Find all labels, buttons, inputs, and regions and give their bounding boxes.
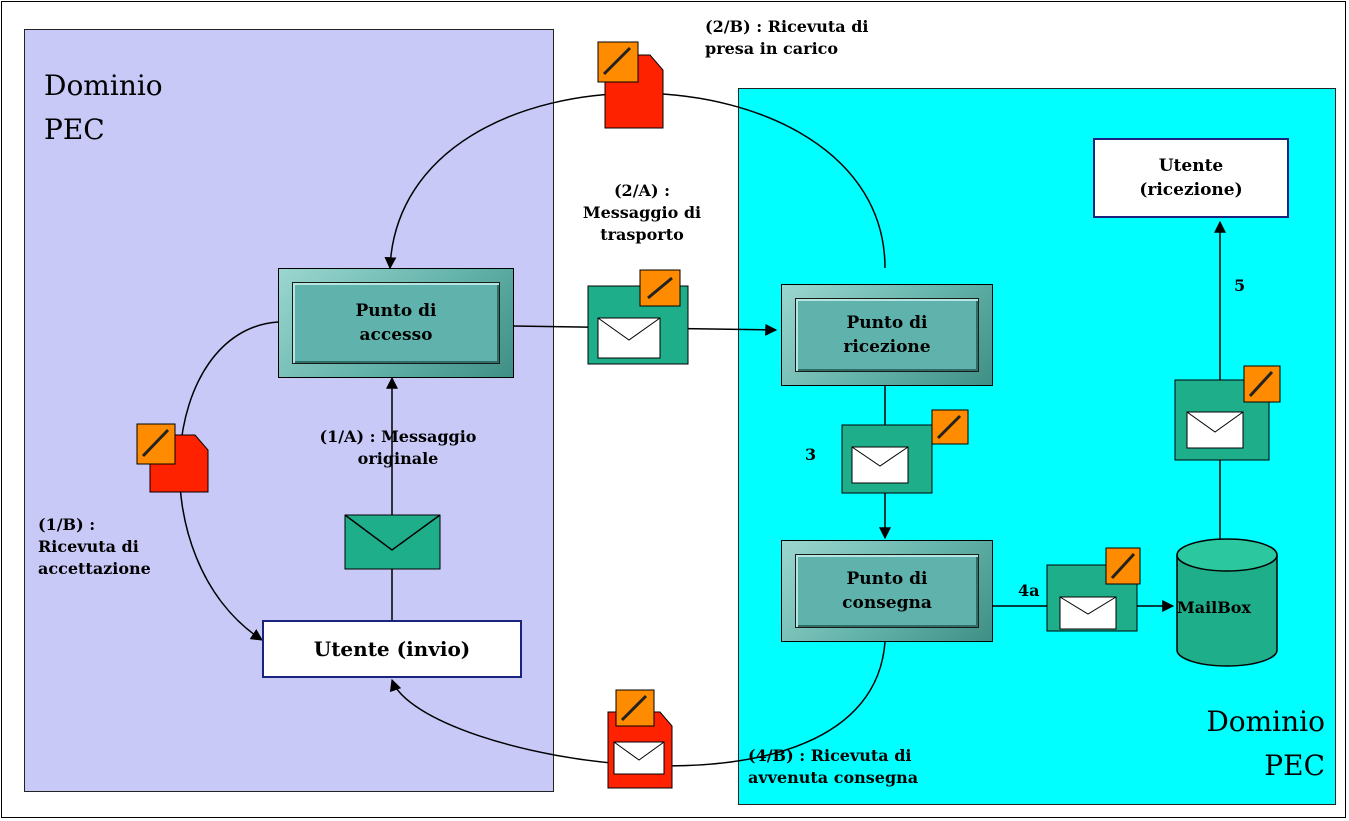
- label-messaggio-trasporto: (2/A) : Messaggio di trasporto: [582, 181, 702, 244]
- node-punto-di-ricezione-label: Punto di ricezione: [843, 313, 931, 357]
- domain-left-title: Dominio PEC: [44, 69, 163, 146]
- label-ricevuta-consegna: (4/B) : Ricevuta di avvenuta consegna: [748, 746, 919, 787]
- node-punto-di-consegna-label: Punto di consegna: [842, 569, 932, 613]
- mailbox-label: MailBox: [1177, 598, 1251, 617]
- label-ricevuta-accettazione: (1/B) : Ricevuta di accettazione: [38, 515, 151, 578]
- node-punto-di-ricezione: Punto di ricezione: [781, 284, 993, 386]
- arrow-2a: [512, 323, 778, 336]
- node-utente-invio-label: Utente (invio): [313, 637, 471, 661]
- node-utente-ricezione: Utente (ricezione): [1093, 138, 1289, 218]
- label-messaggio-originale: (1/A) : Messaggio originale: [319, 427, 477, 468]
- arrow-1b: [178, 321, 279, 641]
- node-punto-di-accesso-label: Punto di accesso: [355, 301, 437, 345]
- label-step-5: 5: [1234, 276, 1246, 295]
- label-step-3: 3: [805, 445, 817, 464]
- label-ricevuta-presa-carico: (2/B) : Ricevuta di presa in carico: [705, 17, 869, 58]
- node-utente-invio: Utente (invio): [262, 620, 522, 678]
- label-step-4a: 4a: [1018, 581, 1040, 600]
- node-punto-di-accesso: Punto di accesso: [278, 268, 514, 378]
- domain-right-title: Dominio PEC: [1206, 705, 1325, 782]
- node-punto-di-consegna: Punto di consegna: [781, 540, 993, 642]
- node-utente-ricezione-label: Utente (ricezione): [1139, 156, 1243, 200]
